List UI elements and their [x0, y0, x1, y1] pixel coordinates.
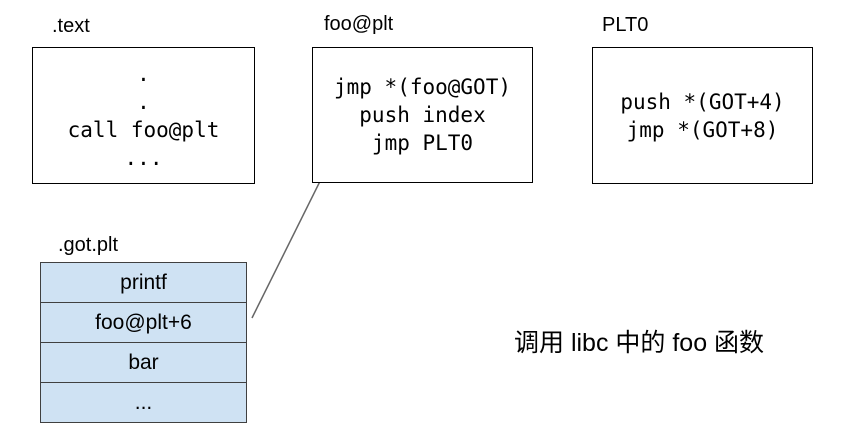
plt0-box: push *(GOT+4) jmp *(GOT+8) [592, 47, 813, 184]
text-section-label: .text [52, 15, 90, 37]
code-line-jmp-plt0: jmp PLT0 [371, 131, 474, 155]
fooplt-box: jmp *(foo@GOT) push index jmp PLT0 [312, 47, 533, 183]
code-line-dot1: . [137, 61, 150, 86]
got-row-printf: printf [41, 263, 246, 303]
got-row-bar: bar [41, 343, 246, 383]
code-line-jmp-got8: jmp *(GOT+8) [626, 117, 779, 142]
code-line-jmp-foogot: jmp *(foo@GOT) [333, 75, 511, 99]
text-section-box: . . call foo@plt ... [32, 47, 255, 184]
code-line-call-fooplt: call foo@plt [67, 117, 220, 142]
gotplt-section-label: .got.plt [58, 234, 119, 256]
plt0-section-label: PLT0 [602, 14, 649, 36]
code-line-push-index: push index [359, 103, 486, 127]
gotplt-table: printf foo@plt+6 bar ... [40, 262, 247, 423]
code-line-push-got4: push *(GOT+4) [620, 89, 785, 114]
got-row-fooplt6: foo@plt+6 [41, 303, 246, 343]
code-line-dot2: . [137, 89, 150, 114]
caption-text: 调用 libc 中的 foo 函数 [514, 329, 765, 357]
fooplt-section-label: foo@plt [324, 13, 394, 35]
got-row-ellipsis: ... [41, 383, 246, 422]
code-line-ellipsis: ... [124, 145, 163, 170]
